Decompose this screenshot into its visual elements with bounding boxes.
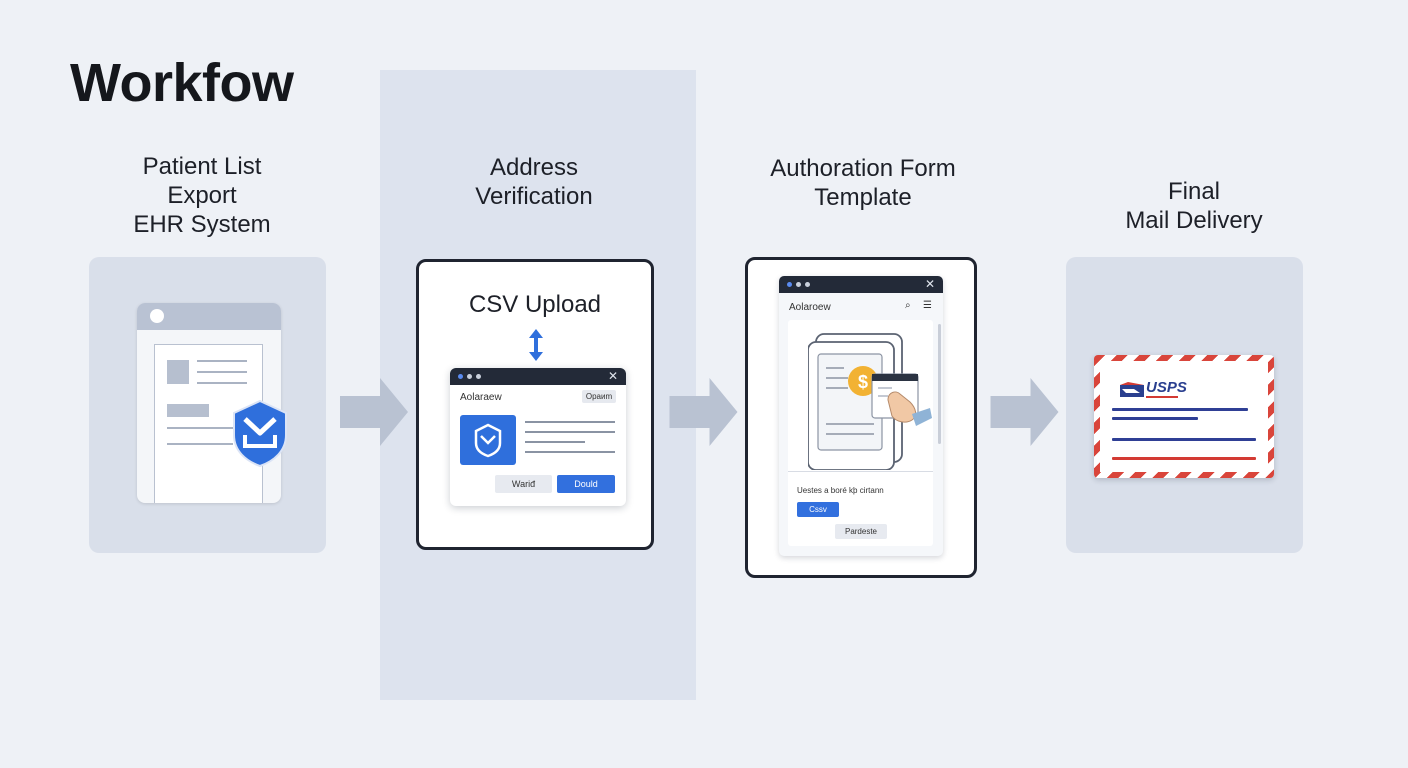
envelope-icon: USPS (1094, 355, 1274, 478)
csv-upload-title: CSV Upload (468, 291, 602, 318)
step-4-label-line: Mail Delivery (1125, 207, 1263, 234)
step-2-label-line: Address (489, 154, 579, 181)
usps-wordmark: USPS (1146, 379, 1187, 396)
flow-arrow-icon (340, 378, 408, 446)
step-3-label-line: Authoration Form (770, 155, 956, 182)
step-2-label-line: Verification (475, 183, 593, 210)
mail-shield-icon (460, 415, 516, 465)
step-3-label-line: Template (814, 184, 912, 211)
shield-mail-icon (233, 399, 287, 467)
step-3-label: Authoration Form Template (748, 154, 978, 212)
scrollbar[interactable] (938, 324, 941, 444)
form-documents-icon: $ (808, 333, 932, 470)
window-chip[interactable]: Ораиm (582, 390, 616, 403)
window-label: Aolaraew (460, 392, 502, 403)
window-titlebar: ✕ (450, 368, 626, 385)
step-1-label-line: Patient List (142, 153, 262, 180)
step-1-label: Patient List Export EHR System (102, 152, 302, 239)
close-icon[interactable]: ✕ (924, 277, 935, 291)
step-1-label-line: EHR System (133, 211, 271, 238)
document-header (137, 303, 281, 330)
flow-arrow-icon (669, 378, 738, 446)
csv-button[interactable]: Cssv (797, 502, 839, 517)
upload-window: ✕ Aolaraew Ораиm Wariđ Dould (450, 368, 626, 506)
upload-button[interactable]: Dould (557, 475, 615, 493)
step-1-label-line: Export (167, 182, 237, 209)
window-titlebar: ✕ (779, 276, 943, 293)
divider (788, 471, 933, 472)
form-caption: Uestes a boré kþ cirtann (797, 486, 884, 495)
page-title: Workfow (70, 53, 294, 113)
window-label: Aolaroew (789, 302, 831, 313)
step-2-label: Address Verification (434, 153, 634, 211)
menu-icon[interactable]: ☰ (923, 300, 932, 311)
usps-underline (1146, 396, 1178, 398)
flow-arrow-icon (990, 378, 1059, 446)
search-icon[interactable]: ⌕ (905, 300, 911, 311)
verify-button[interactable]: Wariđ (495, 475, 552, 493)
paste-button[interactable]: Pardeste (835, 524, 887, 539)
step-4-label: Final Mail Delivery (1094, 177, 1294, 235)
up-down-arrow-icon (529, 329, 543, 361)
usps-eagle-icon (1120, 382, 1144, 397)
coin-glyph: $ (858, 372, 868, 392)
close-icon[interactable]: ✕ (607, 369, 618, 383)
step-4-label-line: Final (1167, 178, 1221, 205)
